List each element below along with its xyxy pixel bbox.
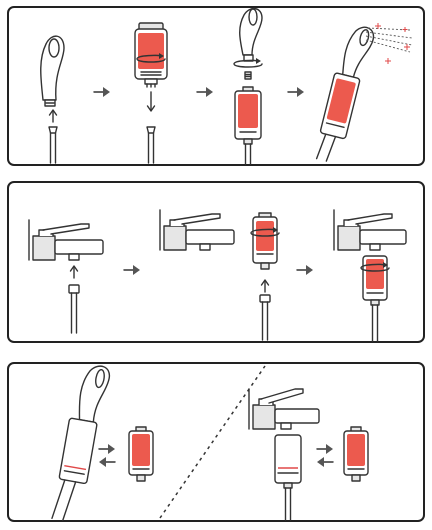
panel-cartridge-replace <box>7 362 425 522</box>
divider-line <box>159 365 266 519</box>
faucet-step3 <box>333 209 407 342</box>
replacement-cartridge <box>128 426 154 482</box>
spray-lines <box>365 27 413 53</box>
replace-faucet <box>248 388 369 521</box>
step4-complete <box>315 23 413 162</box>
faucet-step1 <box>28 219 104 334</box>
faucet-step2 <box>159 209 280 341</box>
step2-filter <box>134 22 168 164</box>
panel-faucet-install <box>7 181 425 343</box>
step3-assemble <box>233 7 263 165</box>
replace-showerhead <box>51 365 154 521</box>
panel-showerhead-install <box>7 6 425 166</box>
replacement-cartridge <box>343 426 369 482</box>
sparkle-icon <box>375 23 410 64</box>
step1-showerhead <box>40 35 65 164</box>
